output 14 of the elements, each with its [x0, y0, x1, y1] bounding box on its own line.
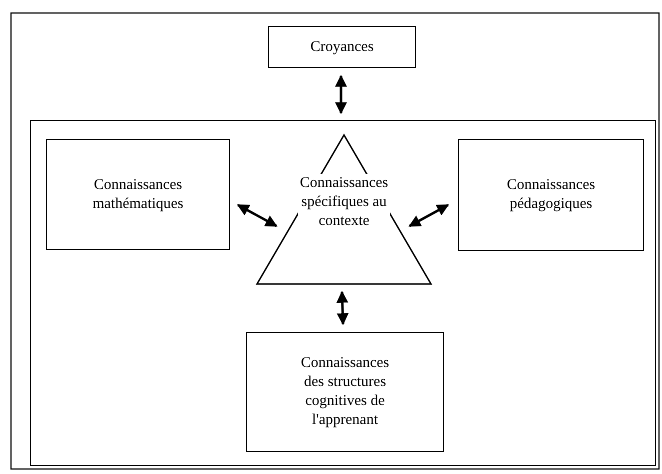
knowledge-box [46, 139, 230, 250]
knowledge-box [458, 139, 644, 251]
knowledge-box [246, 332, 444, 452]
double-arrow [336, 290, 349, 326]
double-arrow [408, 204, 450, 228]
group-box [30, 120, 656, 466]
context-triangle [256, 134, 432, 285]
box-text: Connaissances des structures cognitives de l'apprenant [300, 354, 390, 430]
knowledge-box [268, 26, 416, 68]
box-text: Connaissances mathématiques [92, 176, 184, 214]
double-arrow [335, 74, 347, 114]
box-text: Connaissances pédagogiques [506, 176, 596, 214]
double-arrow [236, 204, 278, 228]
box-text: Croyances [310, 38, 374, 56]
